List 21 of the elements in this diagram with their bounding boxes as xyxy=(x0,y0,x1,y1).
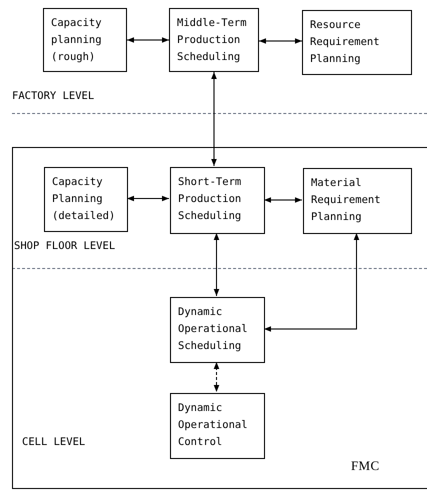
arrow xyxy=(264,232,360,332)
process-box: Dynamic Operational Control xyxy=(170,393,265,459)
arrow xyxy=(126,37,170,43)
level-label: SHOP FLOOR LEVEL xyxy=(14,239,116,254)
arrow xyxy=(258,38,302,44)
process-box: Dynamic Operational Scheduling xyxy=(170,297,265,363)
arrow xyxy=(214,362,220,392)
arrow xyxy=(126,196,170,202)
arrow xyxy=(211,72,217,166)
arrow xyxy=(264,197,302,203)
process-box: Middle-Term Production Scheduling xyxy=(169,8,259,72)
process-box: Resource Requirement Planning xyxy=(302,10,412,75)
process-box: Short-Term Production Scheduling xyxy=(170,167,265,234)
frame-title: FMC xyxy=(351,457,380,475)
process-box: Capacity Planning (detailed) xyxy=(44,167,128,232)
process-box: Capacity planning (rough) xyxy=(43,8,127,72)
system-frame xyxy=(12,147,427,489)
level-label: CELL LEVEL xyxy=(22,435,86,450)
level-label: FACTORY LEVEL xyxy=(12,89,94,104)
process-box: Material Requirement Planning xyxy=(303,168,412,234)
arrow xyxy=(214,232,220,296)
